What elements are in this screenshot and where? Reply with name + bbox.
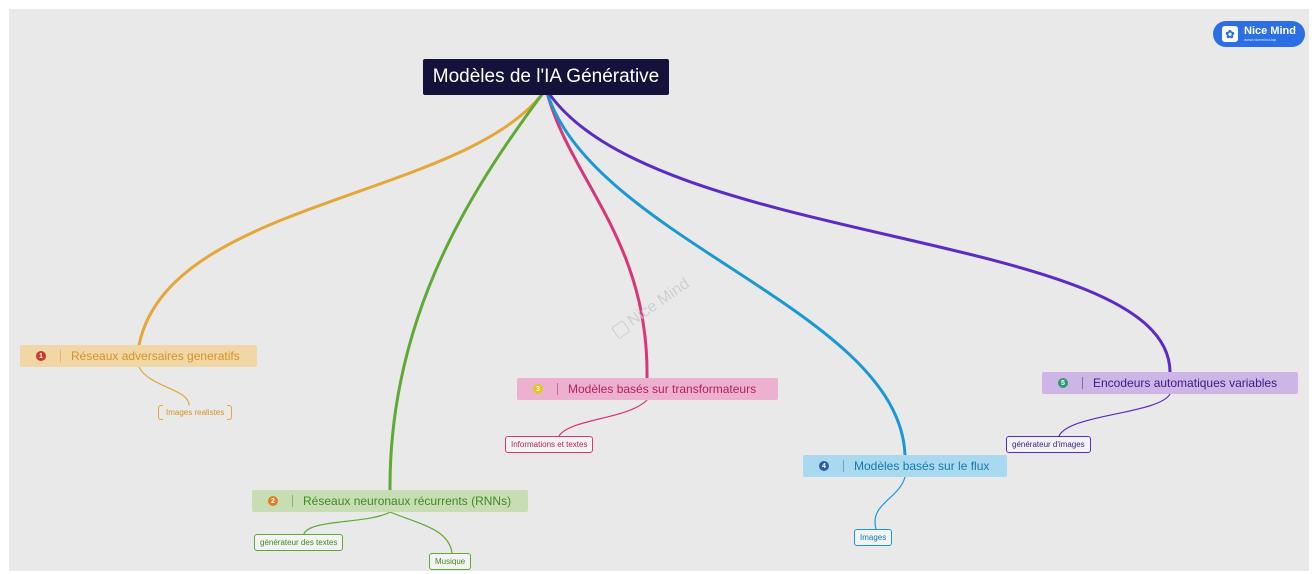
mind-map-canvas: Modèles de l'IA Générative 1 Réseaux adv…: [9, 9, 1309, 571]
leaf-label: générateur des textes: [260, 538, 338, 547]
link-root-branch-1: [137, 87, 548, 347]
leaf-label: générateur d'images: [1012, 440, 1085, 449]
leaf-node-musique[interactable]: Musique: [429, 553, 472, 570]
divider: [843, 460, 844, 472]
link-branch-5-leaf-1: [1058, 393, 1171, 437]
branch-number-badge: 3: [533, 384, 543, 394]
leaf-node-generateur-d-images[interactable]: générateur d'images: [1006, 436, 1091, 453]
branch-label: Modèles basés sur le flux: [854, 459, 990, 473]
branch-number-badge: 2: [268, 496, 278, 506]
brand-url: www.nicemind.top: [1244, 37, 1277, 42]
branch-node-4[interactable]: 4 Modèles basés sur le flux: [803, 455, 1007, 477]
branch-node-5[interactable]: 5 Encodeurs automatiques variables: [1042, 372, 1298, 394]
branch-label: Réseaux neuronaux récurrents (RNNs): [303, 494, 512, 508]
leaf-label: Musique: [435, 557, 466, 566]
divider: [1082, 377, 1083, 389]
divider: [60, 350, 61, 362]
branch-label: Modèles basés sur transformateurs: [568, 382, 757, 396]
leaf-node-images-realistes[interactable]: Images realistes: [156, 405, 234, 420]
link-branch-4-leaf-1: [874, 476, 906, 530]
root-label: Modèles de l'IA Générative: [432, 66, 660, 87]
root-node[interactable]: Modèles de l'IA Générative: [423, 59, 669, 95]
link-branch-3-leaf-1: [558, 399, 648, 437]
branch-label: Encodeurs automatiques variables: [1093, 376, 1278, 390]
brand-badge[interactable]: ✿ Nice Mind www.nicemind.top: [1213, 21, 1305, 47]
link-root-branch-4: [544, 87, 907, 457]
branch-number-badge: 1: [36, 351, 46, 361]
link-branch-2-leaf-2: [389, 511, 453, 554]
branch-links: [137, 87, 1172, 554]
leaf-label: Images: [860, 533, 887, 542]
brand-logo-icon: ✿: [1222, 26, 1238, 42]
divider: [557, 383, 558, 395]
leaf-node-informations-et-textes[interactable]: Informations et textes: [505, 436, 594, 453]
link-branch-1-leaf-1: [138, 366, 190, 406]
divider: [292, 495, 293, 507]
link-root-branch-5: [544, 87, 1172, 374]
leaf-label: Images realistes: [166, 408, 225, 417]
link-root-branch-2: [388, 87, 548, 492]
brand-name: Nice Mind: [1244, 25, 1296, 37]
branch-number-badge: 4: [819, 461, 829, 471]
link-root-branch-3: [544, 87, 649, 380]
link-branch-2-leaf-1: [303, 511, 391, 535]
branch-node-1[interactable]: 1 Réseaux adversaires generatifs: [20, 345, 257, 367]
leaf-node-images[interactable]: Images: [854, 529, 893, 546]
branch-node-2[interactable]: 2 Réseaux neuronaux récurrents (RNNs): [252, 490, 528, 512]
branch-node-3[interactable]: 3 Modèles basés sur transformateurs: [517, 378, 778, 400]
branch-label: Réseaux adversaires generatifs: [71, 349, 240, 363]
branch-number-badge: 5: [1058, 378, 1068, 388]
leaf-node-generateur-des-textes[interactable]: générateur des textes: [254, 534, 344, 551]
leaf-label: Informations et textes: [511, 440, 588, 449]
